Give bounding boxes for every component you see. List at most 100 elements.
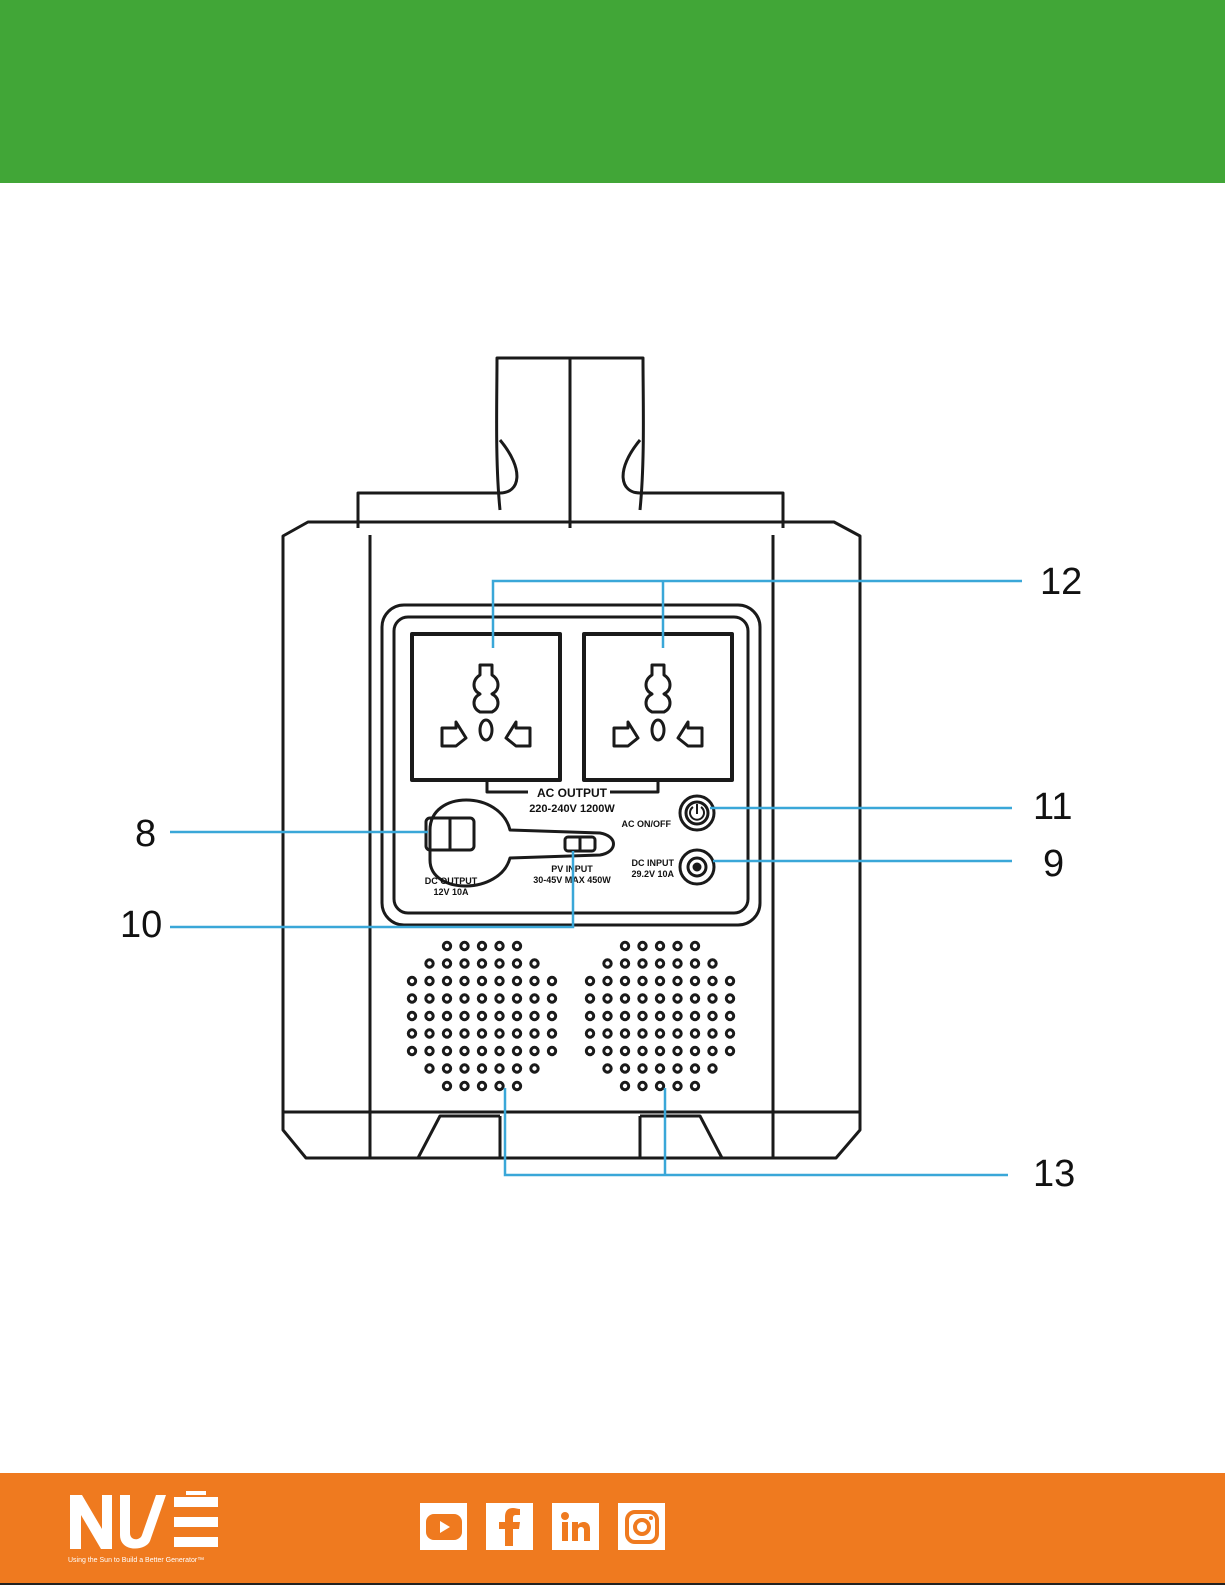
grille-hole-highlight [480,1049,484,1053]
grille-hole-highlight [445,1084,449,1088]
youtube-icon[interactable] [420,1503,467,1550]
grille-hole-highlight [427,961,431,965]
grille-hole-highlight [640,1084,644,1088]
grille-hole-highlight [605,1066,609,1070]
grille-hole-highlight [588,1049,592,1053]
grille-hole-highlight [515,979,519,983]
grille-hole-highlight [427,979,431,983]
grille-hole-highlight [640,996,644,1000]
grille-hole-highlight [532,979,536,983]
grille-hole-highlight [710,961,714,965]
grille-hole-highlight [710,1031,714,1035]
grille-hole-highlight [532,1066,536,1070]
right-foot [640,1116,722,1158]
grille-hole-highlight [605,996,609,1000]
grille-hole-highlight [462,1031,466,1035]
grille-hole-highlight [445,961,449,965]
grille-hole-highlight [693,1031,697,1035]
grille-hole-highlight [462,1014,466,1018]
linkedin-icon[interactable] [552,1503,599,1550]
grille-hole-highlight [480,961,484,965]
grille-hole-highlight [427,1049,431,1053]
grille-hole-highlight [605,1049,609,1053]
facebook-icon[interactable] [486,1503,533,1550]
grille-hole-highlight [462,996,466,1000]
grille-hole-highlight [640,1014,644,1018]
grille-hole-highlight [515,996,519,1000]
grille-hole-highlight [515,1084,519,1088]
grille-hole-highlight [588,1014,592,1018]
grille-hole-highlight [427,1014,431,1018]
ac-output-title: AC OUTPUT [537,786,608,800]
top-left-shoulder [358,440,517,528]
callout-10: 10 [120,906,162,944]
grille-hole-highlight [588,996,592,1000]
grille-hole-highlight [693,996,697,1000]
grille-hole-highlight [623,1066,627,1070]
callout-9: 9 [1043,845,1064,883]
dc-output-title: DC OUTPUT [425,876,478,886]
nue-logo: Using the Sun to Build a Better Generato… [68,1491,238,1569]
grille-hole-highlight [693,1014,697,1018]
ac-output-spec: 220-240V 1200W [529,803,615,815]
grille-hole-highlight [497,1031,501,1035]
grille-hole-highlight [710,979,714,983]
grille-hole-highlight [550,1014,554,1018]
grille-hole-highlight [640,1031,644,1035]
grille-hole-highlight [675,944,679,948]
grille-hole-highlight [497,1084,501,1088]
grille-hole-highlight [515,944,519,948]
grille-hole-highlight [497,1066,501,1070]
grille-hole-highlight [532,961,536,965]
grille-hole-highlight [605,979,609,983]
logo-tagline: Using the Sun to Build a Better Generato… [68,1557,308,1564]
grille-hole-highlight [623,944,627,948]
grille-hole-highlight [497,1014,501,1018]
grille-hole-highlight [462,1049,466,1053]
grille-hole-highlight [728,1014,732,1018]
grille-hole-highlight [445,1049,449,1053]
grille-hole-highlight [693,944,697,948]
grille-hole-highlight [658,996,662,1000]
grille-hole-highlight [550,996,554,1000]
grille-hole-highlight [410,1049,414,1053]
nue-logo-mark [68,1491,228,1553]
callout-11: 11 [1033,788,1072,826]
grille-hole-highlight [710,996,714,1000]
grille-hole-highlight [728,996,732,1000]
grille-hole-highlight [640,1049,644,1053]
grille-hole-highlight [658,1084,662,1088]
ac-socket-right-pins [614,665,702,746]
instagram-icon[interactable] [618,1503,665,1550]
grille-hole-highlight [605,961,609,965]
grille-hole-highlight [693,979,697,983]
grille-hole-highlight [515,1031,519,1035]
grille-hole-highlight [675,1014,679,1018]
grille-hole-highlight [427,1031,431,1035]
grille-hole-highlight [623,1049,627,1053]
grille-hole-highlight [480,1031,484,1035]
grille-hole-highlight [550,979,554,983]
grille-hole-highlight [445,1014,449,1018]
grille-hole-highlight [480,944,484,948]
grille-hole-highlight [445,1066,449,1070]
grille-hole-highlight [427,1066,431,1070]
grille-hole-highlight [728,979,732,983]
grille-hole-highlight [675,1084,679,1088]
grille-hole-highlight [693,1049,697,1053]
grille-hole-highlight [480,1066,484,1070]
grille-hole-highlight [497,944,501,948]
grille-hole-highlight [532,1049,536,1053]
grille-hole-highlight [658,1049,662,1053]
grille-hole-highlight [675,1031,679,1035]
grille-hole-highlight [623,1031,627,1035]
grille-hole-highlight [728,1031,732,1035]
power-icon [690,804,704,820]
speaker-grille-left [407,941,557,1091]
grille-hole-highlight [497,1049,501,1053]
grille-hole-highlight [445,996,449,1000]
grille-hole-highlight [675,979,679,983]
grille-hole-highlight [410,979,414,983]
grille-hole-highlight [658,961,662,965]
grille-hole-highlight [640,961,644,965]
